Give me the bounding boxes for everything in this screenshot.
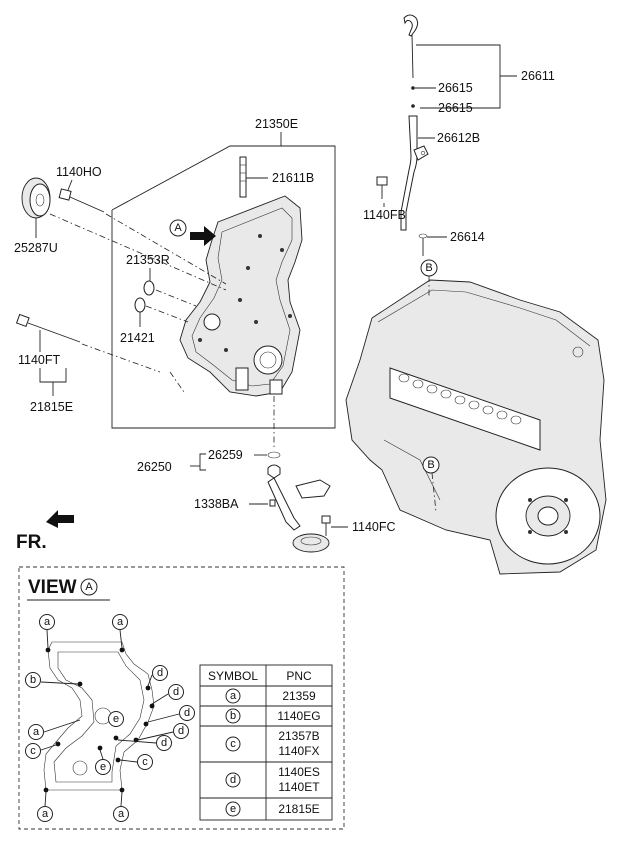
label-1140FB: 1140FB [363, 208, 406, 222]
callout-e1: e [108, 711, 124, 727]
label-21350E: 21350E [255, 117, 298, 131]
seal-21353r [143, 280, 155, 296]
svg-text:d: d [157, 667, 163, 679]
dipstick-leaders [383, 44, 517, 238]
table-row-b: b 1140EG [225, 708, 321, 724]
callout-d2: d [151, 684, 184, 705]
callout-d5: d [117, 735, 172, 751]
view-a-arrow: A [169, 219, 216, 246]
table-row-a: a 21359 [225, 688, 316, 704]
table-header-pnc: PNC [286, 669, 312, 683]
callout-a-bottom-left: a [37, 791, 53, 822]
svg-text:c: c [30, 745, 36, 757]
view-callouts: a a b d d d d d e a c e c a a [25, 614, 195, 822]
dipstick-assembly [376, 14, 429, 256]
front-indicator: FR. [16, 510, 74, 553]
marker-b-engine: B [422, 456, 440, 474]
svg-text:a: a [230, 690, 237, 702]
svg-text:1140FX: 1140FX [278, 744, 319, 758]
timing-cover [179, 195, 303, 397]
svg-text:A: A [174, 222, 182, 234]
svg-text:21359: 21359 [282, 689, 316, 703]
label-1338BA: 1338BA [194, 497, 239, 511]
svg-text:d: d [230, 774, 236, 786]
label-21353R: 21353R [126, 253, 170, 267]
label-26612B: 26612B [437, 131, 480, 145]
label-26615-upper: 26615 [438, 81, 473, 95]
svg-text:d: d [178, 725, 184, 737]
callout-b: b [25, 672, 79, 688]
pulley-25287u [21, 177, 51, 219]
callout-e2: e [95, 749, 111, 775]
callout-d4: d [137, 723, 189, 741]
front-label: FR. [16, 532, 47, 553]
svg-text:e: e [230, 803, 236, 815]
engine-ports [398, 373, 522, 425]
svg-text:d: d [161, 737, 167, 749]
svg-text:a: a [42, 808, 49, 820]
label-21815E: 21815E [30, 400, 73, 414]
symbol-pnc-table: SYMBOL PNC a 21359 b 1140EG c 21357B 114… [199, 664, 333, 821]
stud-21611b [239, 156, 247, 198]
oring-21421 [134, 297, 146, 313]
callout-c-left: c [25, 743, 57, 759]
svg-text:1140EG: 1140EG [277, 709, 320, 723]
label-26614: 26614 [450, 230, 485, 244]
svg-text:e: e [100, 761, 106, 773]
callout-a-top-left: a [39, 614, 55, 649]
table-row-e: e 21815E [225, 801, 320, 817]
svg-text:21357B: 21357B [278, 729, 319, 743]
callout-c-right: c [119, 754, 153, 770]
timing-cover-dash-lines [49, 213, 275, 450]
label-21421: 21421 [120, 331, 155, 345]
view-panel-border [18, 566, 345, 830]
svg-text:B: B [427, 459, 434, 471]
svg-text:1140ET: 1140ET [278, 780, 320, 794]
svg-text:d: d [184, 707, 190, 719]
label-1140FC: 1140FC [352, 520, 396, 534]
label-26250: 26250 [137, 460, 172, 474]
svg-text:a: a [33, 726, 40, 738]
label-1140HO: 1140HO [56, 165, 102, 179]
svg-text:c: c [230, 738, 236, 750]
label-1140FT: 1140FT [18, 353, 61, 367]
bolt-1140ft [15, 313, 81, 343]
front-arrow-icon [46, 510, 74, 528]
oil-screen-26250 [267, 451, 331, 553]
bolt-1140ho [58, 188, 105, 213]
svg-text:a: a [118, 808, 125, 820]
table-header-symbol: SYMBOL [208, 669, 258, 683]
svg-text:A: A [85, 581, 93, 593]
label-26611: 26611 [521, 69, 555, 83]
callout-d3: d [147, 705, 195, 723]
view-gasket [43, 641, 155, 793]
callout-d1: d [147, 665, 168, 687]
svg-text:a: a [117, 616, 124, 628]
engine-block [345, 279, 607, 575]
view-panel-title: VIEW A [28, 577, 98, 598]
svg-text:d: d [173, 686, 179, 698]
callout-a-bottom-right: a [113, 791, 129, 822]
marker-b-top: B [420, 259, 438, 277]
timing-cover-box [111, 145, 336, 429]
table-row-c: c 21357B 1140FX [225, 729, 320, 758]
svg-text:1140ES: 1140ES [278, 765, 320, 779]
svg-text:a: a [44, 616, 51, 628]
svg-text:B: B [425, 262, 432, 274]
callout-a-top-right: a [112, 614, 128, 649]
callout-a-mid-left: a [28, 719, 81, 740]
svg-text:21815E: 21815E [278, 802, 319, 816]
label-21611B: 21611B [272, 171, 314, 185]
svg-text:b: b [30, 674, 36, 686]
label-26259: 26259 [208, 448, 243, 462]
label-25287U: 25287U [14, 241, 58, 255]
label-26615-lower: 26615 [438, 101, 473, 115]
table-row-d: d 1140ES 1140ET [225, 765, 320, 794]
svg-text:VIEW: VIEW [28, 577, 77, 598]
svg-text:c: c [142, 756, 148, 768]
svg-text:b: b [230, 710, 236, 722]
svg-text:e: e [113, 713, 119, 725]
